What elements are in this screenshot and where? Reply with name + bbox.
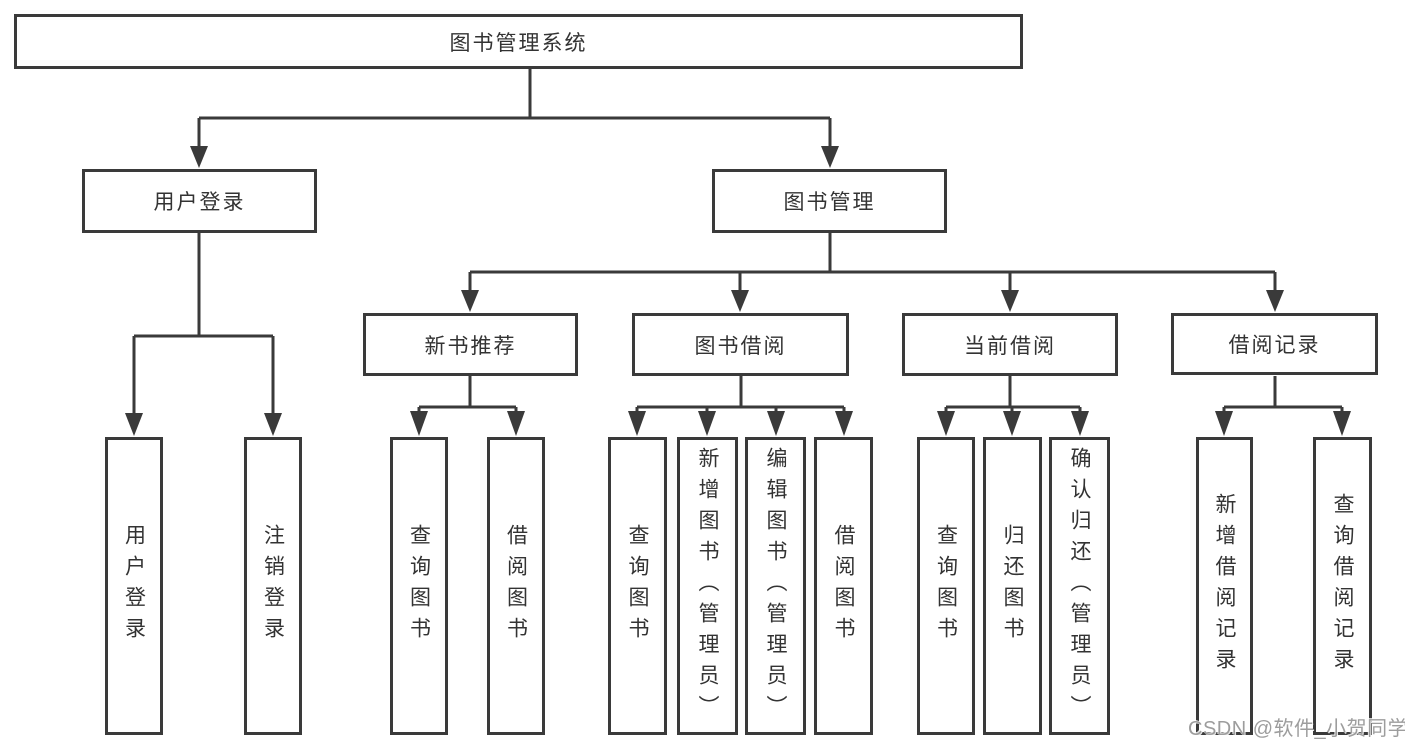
node-current-borrowing: 当前借阅 — [902, 313, 1118, 376]
arrow-down-icon — [264, 413, 282, 436]
node-label: 新增借阅记录 — [1213, 493, 1236, 679]
watermark: CSDN @软件_小贺同学 — [1188, 718, 1405, 740]
arrow-down-icon — [1215, 411, 1233, 436]
node-new-book-recommend: 新书推荐 — [363, 313, 578, 376]
node-user-login: 用户登录 — [82, 169, 317, 233]
node-label: 确认归还（管理员） — [1068, 446, 1091, 726]
node-leaf-add-borrow-record: 新增借阅记录 — [1196, 437, 1253, 735]
node-label: 查询借阅记录 — [1331, 493, 1354, 679]
node-label: 借阅图书 — [832, 524, 855, 648]
node-library-management-system: 图书管理系统 — [14, 14, 1023, 69]
arrow-down-icon — [731, 290, 749, 312]
node-label: 查询图书 — [934, 524, 958, 648]
node-leaf-query-borrow-record: 查询借阅记录 — [1313, 437, 1372, 735]
node-leaf-query-books-1: 查询图书 — [390, 437, 448, 735]
node-label: 用户登录 — [153, 191, 246, 214]
arrowheads — [125, 146, 1351, 436]
node-leaf-borrow-books-2: 借阅图书 — [814, 437, 873, 735]
node-label: 编辑图书（管理员） — [764, 446, 787, 726]
node-label: 图书借阅 — [694, 334, 787, 358]
node-leaf-query-books-3: 查询图书 — [917, 437, 975, 735]
arrow-down-icon — [698, 411, 716, 436]
arrow-down-icon — [190, 146, 208, 168]
node-label: 新书推荐 — [424, 334, 517, 358]
node-leaf-logout: 注销登录 — [244, 437, 302, 735]
node-label: 用户登录 — [122, 524, 146, 648]
node-label: 查询图书 — [626, 524, 649, 648]
arrow-down-icon — [1333, 411, 1351, 436]
arrow-down-icon — [628, 411, 646, 436]
node-leaf-edit-books-admin: 编辑图书（管理员） — [745, 437, 806, 735]
arrow-down-icon — [767, 411, 785, 436]
arrow-down-icon — [507, 411, 525, 436]
node-borrowing-records: 借阅记录 — [1171, 313, 1378, 375]
arrow-down-icon — [461, 290, 479, 312]
node-label: 图书管理 — [783, 191, 876, 214]
arrow-down-icon — [1001, 290, 1019, 312]
node-leaf-user-login: 用户登录 — [105, 437, 163, 735]
node-label: 当前借阅 — [964, 334, 1056, 358]
arrow-down-icon — [1071, 411, 1089, 436]
arrow-down-icon — [1003, 411, 1021, 436]
node-label: 查询图书 — [407, 524, 431, 648]
arrow-down-icon — [937, 411, 955, 436]
node-label: 图书管理系统 — [449, 31, 588, 55]
node-book-management: 图书管理 — [712, 169, 947, 233]
arrow-down-icon — [821, 146, 839, 168]
node-label: 新增图书（管理员） — [696, 446, 719, 726]
node-book-borrowing: 图书借阅 — [632, 313, 849, 376]
node-label: 注销登录 — [261, 524, 285, 648]
connector-segments — [132, 69, 1344, 415]
node-label: 借阅记录 — [1228, 334, 1321, 357]
arrow-down-icon — [1266, 290, 1284, 312]
node-label: 借阅图书 — [504, 524, 528, 648]
node-leaf-return-books: 归还图书 — [983, 437, 1042, 735]
node-leaf-add-books-admin: 新增图书（管理员） — [677, 437, 738, 735]
node-leaf-borrow-books-1: 借阅图书 — [487, 437, 545, 735]
arrow-down-icon — [125, 413, 143, 436]
node-label: 归还图书 — [1001, 524, 1024, 648]
arrow-down-icon — [835, 411, 853, 436]
node-leaf-query-books-2: 查询图书 — [608, 437, 667, 735]
node-leaf-confirm-return-admin: 确认归还（管理员） — [1049, 437, 1110, 735]
arrow-down-icon — [410, 411, 428, 436]
